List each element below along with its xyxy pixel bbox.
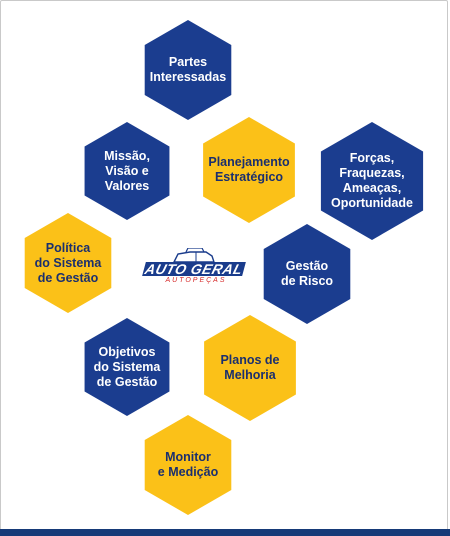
- auto-geral-logo: AUTO GERAL AUTOPEÇAS: [140, 246, 246, 290]
- node-objetivos-sistema-gestao: Objetivos do Sistema de Gestão: [78, 318, 176, 416]
- node-partes-interessadas: Partes Interessadas: [138, 20, 238, 120]
- hexagon-shape: [144, 415, 232, 515]
- hexagon-shape: [24, 213, 112, 313]
- hexagon-shape: [84, 122, 170, 220]
- hexagon-shape: [320, 122, 424, 240]
- node-label: Objetivos do Sistema de Gestão: [93, 344, 161, 389]
- node-label: Planejamento Estratégico: [208, 155, 290, 184]
- node-missao-visao-valores: Missão, Visão e Valores: [78, 122, 176, 220]
- node-politica-sistema-gestao: Política do Sistema de Gestão: [18, 213, 118, 313]
- node-monitor-e-medicao: Monitor e Medição: [138, 415, 238, 515]
- hexagon-shape: [204, 315, 296, 421]
- node-forcas-fraquezas: Forças, Fraquezas, Ameaças, Oportunidade: [313, 122, 431, 240]
- node-label: Monitor e Medição: [157, 450, 219, 479]
- node-gestao-de-risco: Gestão de Risco: [257, 224, 357, 324]
- node-planejamento-estrategico: Planejamento Estratégico: [196, 117, 302, 223]
- node-label: Missão, Visão e Valores: [104, 148, 150, 193]
- node-label: Partes Interessadas: [149, 55, 227, 84]
- logo-wordmark: AUTO GERAL: [142, 261, 246, 277]
- logo-subtitle: AUTOPEÇAS: [165, 277, 227, 284]
- node-label: Gestão de Risco: [280, 259, 334, 288]
- node-label: Política do Sistema de Gestão: [34, 240, 102, 285]
- bottom-accent-bar: [0, 529, 450, 536]
- hexagon-shape: [84, 318, 170, 416]
- hexagon-shape: [263, 224, 351, 324]
- node-planos-de-melhoria: Planos de Melhoria: [197, 315, 303, 421]
- hexagon-shape: [144, 20, 232, 120]
- hexagon-shape: [203, 117, 295, 223]
- node-label: Planos de Melhoria: [220, 353, 280, 382]
- node-label: Forças, Fraquezas, Ameaças, Oportunidade: [331, 151, 413, 210]
